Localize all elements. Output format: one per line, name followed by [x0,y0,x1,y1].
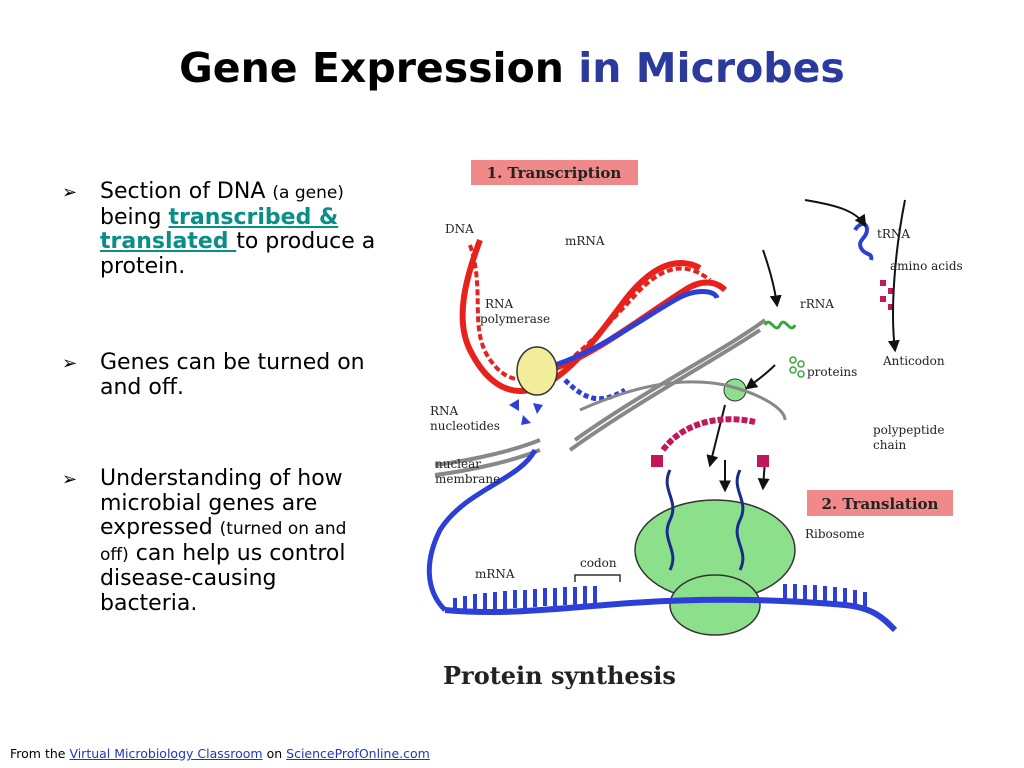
trna-molecule [735,469,745,571]
transcription-heading: 1. Transcription [487,164,622,182]
footer-text: From the [10,746,70,761]
transcription-heading-box [471,160,638,185]
bullet-text: can help us control disease-causing bact… [100,540,346,616]
trna-label: tRNA [877,227,910,241]
pathway-arrow [706,404,726,468]
codon-label: codon [580,556,617,570]
rna-polymerase [516,346,558,396]
virtual-microbiology-classroom-link[interactable]: Virtual Microbiology Classroom [69,746,263,761]
arrow-bullet-icon: ➢ [62,353,78,374]
pathway-arrow [745,364,776,390]
codon-bases [453,584,867,612]
bullet-item: ➢ Genes can be turned on and off. [60,350,380,400]
rna-polymerase-label: RNA [485,297,514,311]
rna-polymerase-label: polymerase [480,312,550,326]
dna-label: DNA [445,222,474,236]
diagram-caption: Protein synthesis [443,661,676,690]
anticodon-label: Anticodon [882,354,945,368]
title-highlight: in Microbes [578,44,845,92]
ribosome [669,574,761,636]
rna-nucleotides-label: nucleotides [430,419,500,433]
translation-heading: 2. Translation [822,495,939,513]
polypeptide-label: chain [873,438,906,452]
amino-acid [651,455,663,467]
mrna-strand [444,596,898,633]
polypeptide-label: polypeptide [873,423,944,437]
rrna-label: rRNA [800,297,834,311]
codon-bracket [574,574,621,582]
amino-acid [757,455,769,467]
mrna-strand [554,289,720,368]
bullet-small-text: (turned on and off) [100,519,347,565]
bullet-text: Genes can be turned on and off. [100,350,365,400]
ribosome-label: Ribosome [805,527,865,541]
polypeptide-chain [660,416,756,452]
nuclear-membrane-label: membrane [435,472,500,486]
scienceprofonline-link[interactable]: ScienceProfOnline.com [286,746,430,761]
bullet-small-text: (a gene) [272,183,344,203]
rna-nucleotides [509,399,543,425]
arrow-bullet-icon: ➢ [62,182,78,203]
pathway-arrow [887,199,906,353]
trna-molecule [853,222,874,261]
mrna-strand [426,448,538,612]
nuclear-membrane-label: nuclear [435,457,481,471]
proteins-label: proteins [807,365,857,379]
bullet-text: Section of DNA [100,179,273,204]
pathway-arrow [804,199,867,227]
arrow-bullet-icon: ➢ [62,469,78,490]
protein-synthesis-diagram: 1. Transcription 2. Translation [426,160,963,690]
amino-acids-icon [880,280,894,310]
trna-molecule [665,469,675,571]
bullet-item: ➢ Section of DNA (a gene) being transcri… [60,179,380,279]
bullet-text: Understanding of how microbial genes are… [100,466,343,540]
mrna-bottom-label: mRNA [475,567,515,581]
slide-title: Gene Expression in Microbes [0,44,1024,92]
proteins-icon [789,356,805,378]
rrna-strand [763,320,797,330]
footer-text: on [266,746,287,761]
bullet-list: ➢ Section of DNA (a gene) being transcri… [60,179,380,616]
bullet-text: being [100,204,169,230]
translation-heading-box [807,490,953,516]
bullet-item: ➢ Understanding of how microbial genes a… [60,466,380,616]
amino-acids-label: amino acids [890,259,963,273]
mrna-top-label: mRNA [565,234,605,248]
bullet-text: to produce a protein. [100,229,376,279]
rna-nucleotides-label: RNA [430,404,459,418]
transcribed-translated-link[interactable]: transcribed & translated [100,204,339,254]
footer-credit: From the Virtual Microbiology Classroom … [10,746,430,761]
title-main: Gene Expression [179,44,564,92]
nuclear-membrane [579,380,787,421]
pathway-arrow [762,249,782,308]
